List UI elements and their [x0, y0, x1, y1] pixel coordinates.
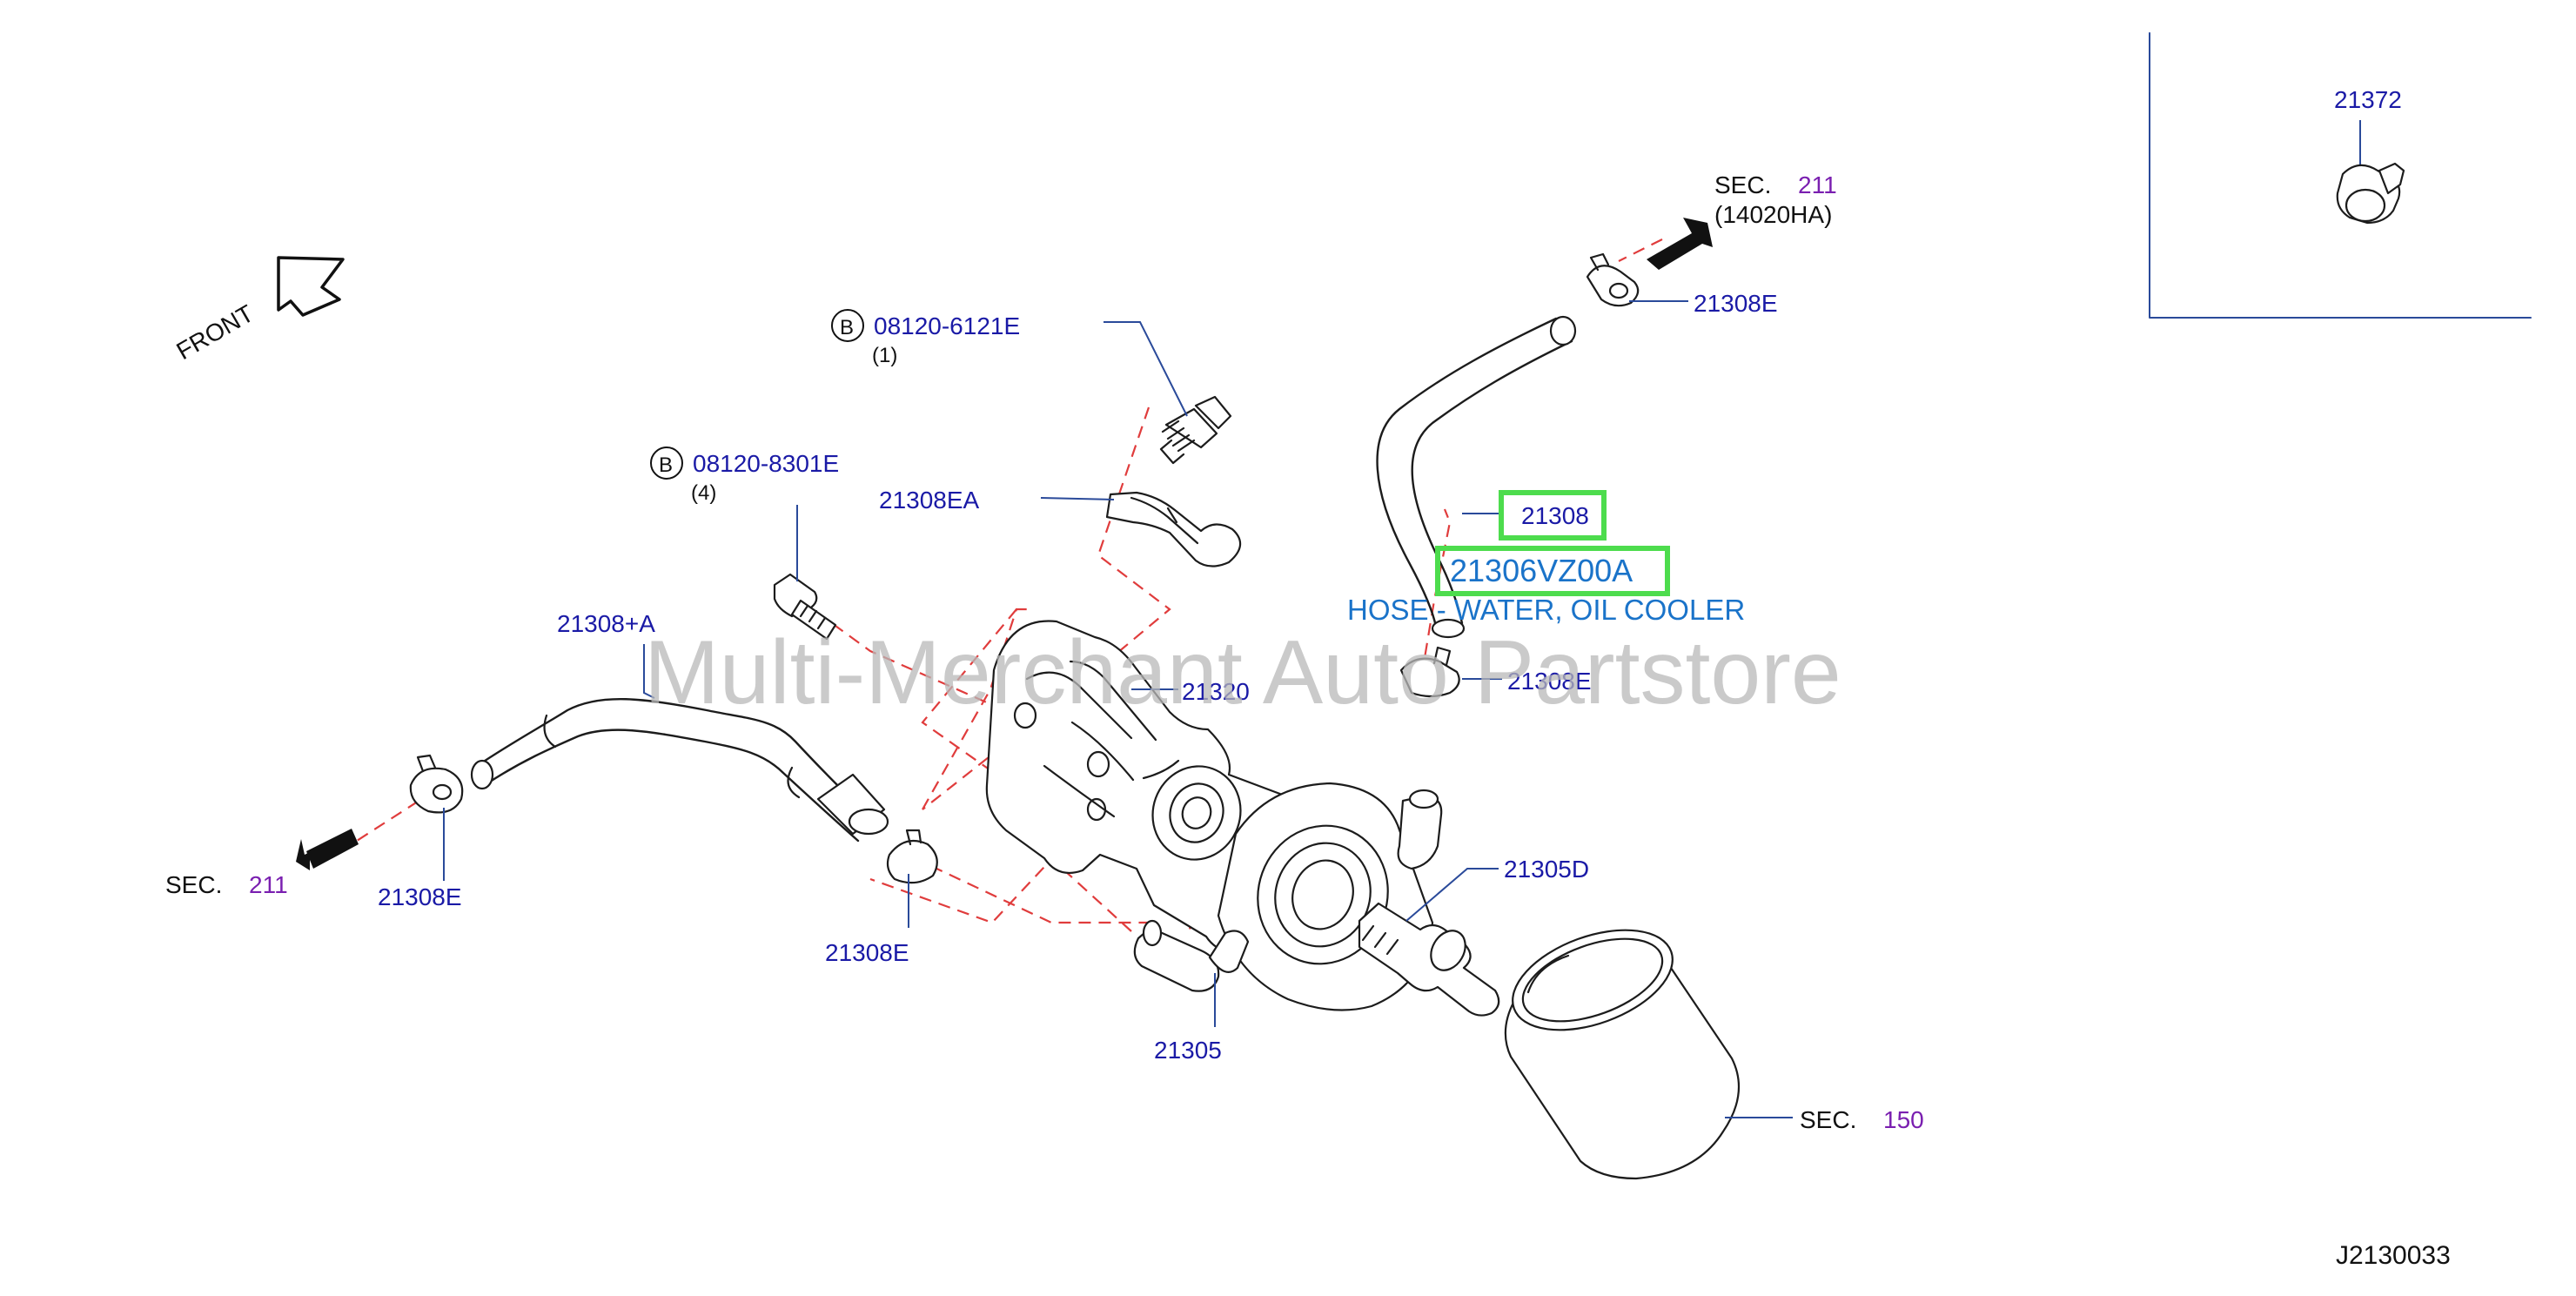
diagram-code: J2130033: [2336, 1241, 2451, 1270]
sec-num-filter[interactable]: 150: [1883, 1106, 1924, 1133]
label-21308E-left[interactable]: 21308E: [378, 883, 462, 910]
label-21308E-mid[interactable]: 21308E: [1507, 668, 1592, 695]
label-21305[interactable]: 21305: [1154, 1037, 1222, 1064]
qty-bolt-2: (4): [691, 481, 716, 505]
clamp-21308E-mid[interactable]: [1399, 646, 1460, 698]
clamp-21308E-top[interactable]: [1586, 252, 1640, 307]
label-21372[interactable]: 21372: [2334, 86, 2402, 113]
label-08120-8301E[interactable]: 08120-8301E: [693, 450, 839, 477]
sec-ref-top: (14020HA): [1714, 201, 1832, 228]
label-21305D[interactable]: 21305D: [1504, 856, 1589, 883]
outlet-arrow-icon: [1647, 218, 1713, 270]
label-21320[interactable]: 21320: [1182, 678, 1250, 705]
bolt-b-letter: B: [840, 316, 854, 339]
label-21308EA[interactable]: 21308EA: [879, 487, 980, 514]
clamp-21308E-left[interactable]: [409, 754, 464, 814]
inset-panel: 21372: [2149, 32, 2532, 319]
bolt-08120-6121E[interactable]: [1159, 395, 1232, 465]
sec-arrow-left: [296, 829, 359, 870]
bolt-label-1: B 08120-6121E (1): [831, 309, 1020, 367]
watermark: Multi-Merchant Auto Partstore: [644, 622, 1841, 723]
front-indicator: FRONT: [172, 256, 345, 365]
bolt-b-circle-icon: [831, 309, 864, 342]
label-21308E-bottom[interactable]: 21308E: [825, 939, 909, 966]
sec-arrow-top: [1647, 218, 1713, 270]
front-arrow-icon: [277, 256, 345, 317]
qty-bolt-1: (1): [872, 344, 897, 367]
sec-word-filter: SEC.: [1800, 1106, 1856, 1133]
clamp-21308E-bottom[interactable]: [886, 829, 938, 884]
bolt-b-letter: B: [659, 453, 673, 477]
label-21308-A[interactable]: 21308+A: [557, 610, 655, 637]
bolt-label-2: B 08120-8301E (4): [650, 447, 839, 505]
sec-num-left[interactable]: 211: [249, 871, 288, 898]
highlight-box-21308: [1499, 490, 1607, 541]
sec-num-top[interactable]: 211: [1798, 171, 1837, 198]
label-08120-6121E[interactable]: 08120-6121E: [874, 312, 1020, 339]
drain-plug-21372[interactable]: [2336, 162, 2405, 225]
sec-label-left: SEC. 211: [165, 871, 288, 898]
hose-description: HOSE - WATER, OIL COOLER: [1347, 594, 1745, 626]
sec-label-top: SEC. 211 (14020HA): [1714, 171, 1837, 228]
hose-21308-A[interactable]: [470, 697, 889, 843]
connector-21305D[interactable]: [1358, 902, 1500, 1017]
highlight-box-21306VZ00A: [1435, 546, 1670, 596]
label-21308E-top[interactable]: 21308E: [1694, 290, 1778, 317]
bracket-21308EA[interactable]: [1105, 491, 1242, 567]
label-21306VZ00A[interactable]: 21306VZ00A: [1450, 553, 1633, 588]
sec-word-top: SEC.: [1714, 171, 1771, 198]
sec-word-left: SEC.: [165, 871, 222, 898]
leader-lines: [443, 300, 1793, 1118]
front-label: FRONT: [172, 299, 258, 365]
hose-21308[interactable]: [1376, 315, 1577, 639]
sec-label-filter: SEC. 150: [1800, 1106, 1924, 1133]
bolt-b-circle-icon: [650, 447, 683, 480]
oil-filter[interactable]: [1499, 910, 1741, 1180]
bolt-08120-8301E[interactable]: [773, 573, 837, 641]
label-21308[interactable]: 21308: [1521, 502, 1589, 529]
